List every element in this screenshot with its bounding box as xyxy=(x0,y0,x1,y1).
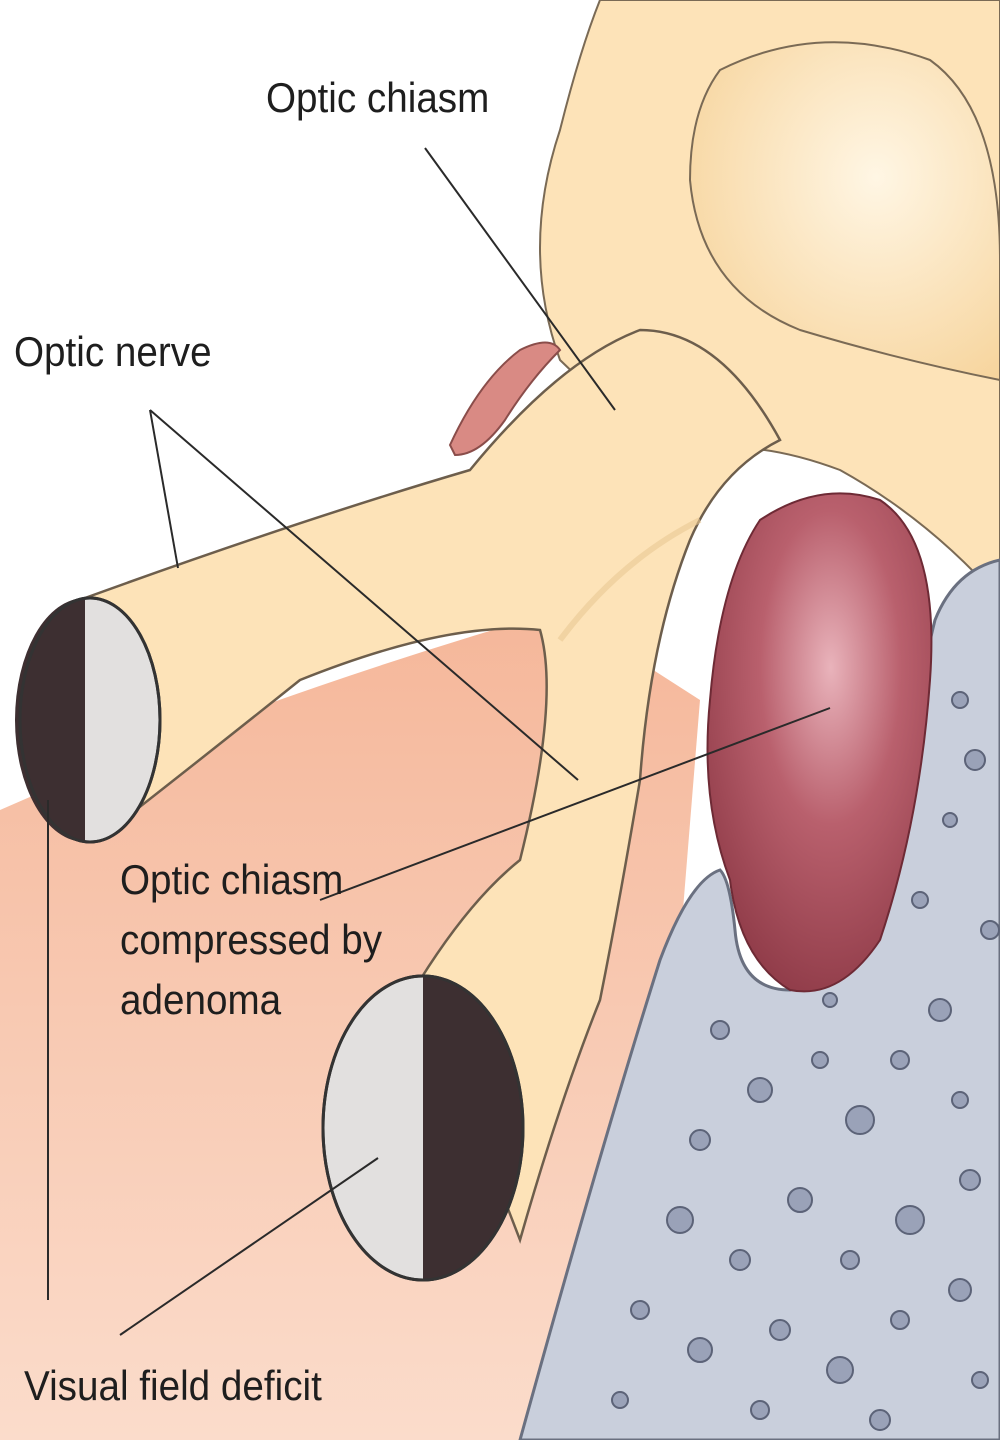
left-visual-field-disc xyxy=(15,598,160,842)
label-optic-chiasm: Optic chiasm xyxy=(266,72,489,124)
leader-optic-nerve-1 xyxy=(150,410,178,568)
right-visual-field-disc xyxy=(323,976,523,1280)
label-compressed-line3: adenoma xyxy=(120,974,281,1026)
label-compressed-line1: Optic chiasm xyxy=(120,854,343,906)
label-visual-field-deficit: Visual field deficit xyxy=(24,1360,322,1412)
label-compressed-line2: compressed by xyxy=(120,914,382,966)
label-optic-nerve: Optic nerve xyxy=(14,326,212,378)
